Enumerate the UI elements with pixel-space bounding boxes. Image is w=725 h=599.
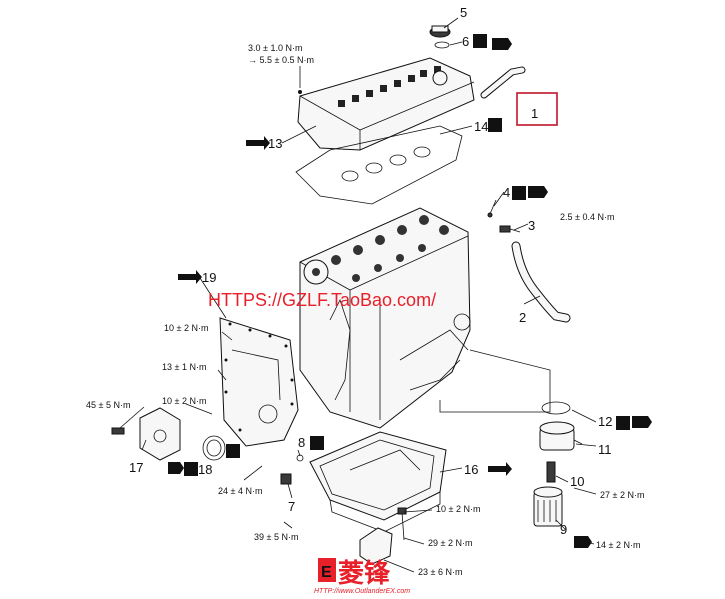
svg-text:N: N	[313, 438, 321, 450]
torque-rocker-cover-bolt-1: 3.0 ± 1.0 N·m	[248, 43, 302, 53]
bolt-arrow-icon	[178, 136, 512, 476]
torque-hose-bolt: 2.5 ± 0.4 N·m	[560, 212, 614, 222]
torque-drain-plug: 39 ± 5 N·m	[254, 532, 298, 542]
oil-strainer	[359, 507, 407, 565]
oil-cooler	[539, 421, 583, 451]
svg-text:N: N	[476, 36, 484, 48]
callout-9: 9	[560, 522, 567, 537]
oil-filler-cap	[429, 25, 451, 38]
front-oil-seal	[202, 435, 226, 461]
callout-18: 18	[198, 462, 212, 477]
logo-url: HTTP://www.OutlanderEX.com	[314, 588, 410, 595]
timing-chain-case	[219, 317, 299, 447]
callout-7: 7	[288, 499, 295, 514]
torque-strainer-bolt: 23 ± 6 N·m	[418, 567, 462, 577]
non-reusable-part-icon: N N N N N N N	[184, 34, 630, 476]
part-callouts: 5 6 1 14 13 4 3 2 19 17 18 8 7 16 12 11 …	[129, 5, 612, 537]
callout-13: 13	[268, 136, 282, 151]
callout-14: 14	[474, 119, 488, 134]
oil-cooler-gasket	[541, 401, 571, 415]
hose-bracket-gasket	[487, 199, 497, 218]
svg-text:N: N	[187, 464, 195, 476]
apply-engine-oil-icon	[168, 38, 652, 548]
callout-5: 5	[460, 5, 467, 20]
callout-10: 10	[570, 474, 584, 489]
callout-3: 3	[528, 218, 535, 233]
torque-cover-bolt: 10 ± 2 N·m	[164, 323, 208, 333]
cooler-guide-line	[439, 349, 551, 413]
callout-16: 16	[464, 462, 478, 477]
torque-oil-plug: 14 ± 2 N·m	[596, 540, 640, 550]
oil-filler-o-ring	[434, 41, 450, 49]
torque-mount-bolt: 45 ± 5 N·m	[86, 400, 130, 410]
oil-pan	[309, 431, 447, 533]
torque-rocker-cover-bolt-2: → 5.5 ± 0.5 N·m	[248, 55, 314, 65]
oil-cooler-bolt	[546, 461, 556, 483]
svg-text:E: E	[321, 564, 332, 581]
callout-6: 6	[462, 34, 469, 49]
logo-chinese-text: 菱锋	[338, 559, 391, 589]
torque-pan-bolt: 10 ± 2 N·m	[436, 504, 480, 514]
water-hose	[511, 241, 571, 323]
svg-text:N: N	[491, 120, 499, 132]
svg-text:N: N	[229, 446, 237, 458]
rocker-cover-gasket	[295, 125, 463, 205]
torque-pan-bolt-b: 29 ± 2 N·m	[428, 538, 472, 548]
svg-text:N: N	[515, 188, 523, 200]
callout-19: 19	[202, 270, 216, 285]
engine-mount-bracket	[111, 407, 181, 461]
callout-12: 12	[598, 414, 612, 429]
oil-drain-plug	[280, 473, 292, 485]
spark-plug-hole-gaskets	[341, 146, 431, 182]
leader-lines	[119, 17, 597, 573]
torque-cover-stud: 24 ± 4 N·m	[218, 486, 262, 496]
callout-1-highlight-box	[516, 92, 558, 126]
oil-filter	[533, 486, 563, 527]
torque-cooler-bolt: 27 ± 2 N·m	[600, 490, 644, 500]
torque-cover-bolt-b: 13 ± 1 N·m	[162, 362, 206, 372]
torque-bracket-bolt: 10 ± 2 N·m	[162, 396, 206, 406]
callout-11: 11	[598, 442, 612, 457]
watermark-url: HTTPS://GZLF.TaoBao.com/	[208, 290, 436, 310]
engine-assembly	[299, 207, 471, 429]
callout-1: 1	[531, 106, 538, 121]
outlander-logo: E 菱锋 HTTP://www.OutlanderEX.com	[314, 558, 410, 595]
callout-4: 4	[503, 185, 510, 200]
callout-2: 2	[519, 310, 526, 325]
hose-bracket-bolt	[499, 225, 521, 233]
callout-8: 8	[298, 435, 305, 450]
rocker-cover	[297, 57, 475, 151]
callout-17: 17	[129, 460, 143, 475]
svg-text:N: N	[619, 418, 627, 430]
torque-specs: 3.0 ± 1.0 N·m → 5.5 ± 0.5 N·m 2.5 ± 0.4 …	[86, 43, 644, 577]
